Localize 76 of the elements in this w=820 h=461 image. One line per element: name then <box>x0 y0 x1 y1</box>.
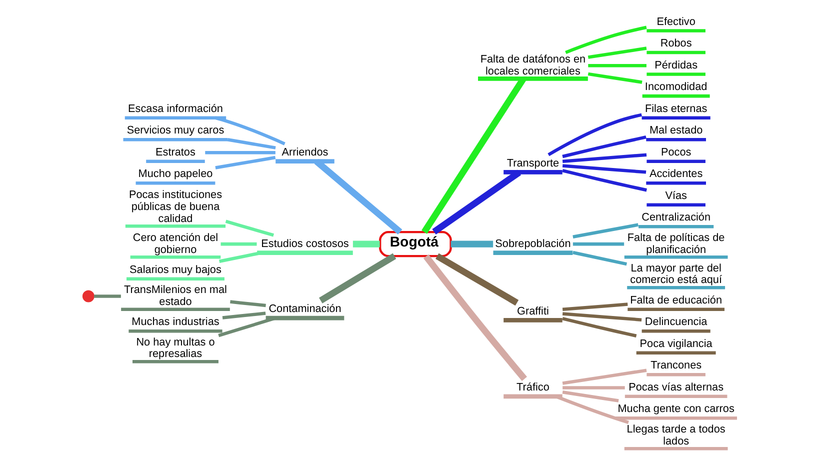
connector <box>562 386 625 389</box>
connector <box>314 158 402 234</box>
connector <box>588 63 646 67</box>
node-text: Mucha gente con carros <box>618 402 734 415</box>
connector <box>219 250 262 262</box>
connector <box>562 152 647 162</box>
connector <box>423 254 527 380</box>
connector <box>562 390 619 402</box>
node-text: Falta de educación <box>630 294 722 306</box>
connector <box>214 116 286 145</box>
node-text: No hay multas o represalias <box>136 336 215 360</box>
node-text: Contaminación <box>268 302 342 315</box>
node-text: Poca vigilancia <box>640 337 712 350</box>
connector <box>572 250 628 266</box>
connector <box>588 72 642 84</box>
connector <box>562 368 647 384</box>
node-text: Delincuencia <box>644 316 708 328</box>
node-text: Accidentes <box>649 168 703 180</box>
node-text: Pérdidas <box>654 58 698 71</box>
connector <box>562 302 628 310</box>
node-text: Pocas vías alternas <box>628 380 724 393</box>
node-text: Mal estado <box>649 124 703 136</box>
connector <box>352 240 380 247</box>
node-text: Tráfico <box>516 380 550 393</box>
connector <box>555 394 629 424</box>
connector <box>562 316 637 337</box>
node-text: Estratos <box>156 146 196 158</box>
node-text: TransMilenios en mal estado <box>124 284 227 308</box>
node-text: Robos <box>660 37 692 50</box>
node-text: Pocas instituciones públicas de buena calidad <box>128 188 222 224</box>
node-text: Centralización <box>642 211 711 224</box>
node-text: Transporte <box>506 156 560 169</box>
node-text: Servicios muy caros <box>126 124 224 136</box>
node-text: Efectivo <box>656 15 696 28</box>
connector <box>450 240 494 247</box>
node-text: Falta de datáfonos en locales comerciales <box>480 52 586 77</box>
node-text: Llegas tarde a todos lados <box>626 422 726 447</box>
node-text: Graffiti <box>517 304 549 317</box>
connector <box>436 252 519 306</box>
connector <box>218 316 276 337</box>
connector <box>562 134 646 158</box>
node-text: Muchas industrias <box>132 316 220 328</box>
connector <box>565 25 647 54</box>
connector <box>94 294 121 298</box>
node-circle <box>82 290 94 302</box>
connector <box>222 311 266 319</box>
node-box: Bogotá <box>378 230 452 257</box>
node-text: Salarios muy bajos <box>130 263 222 276</box>
node-text: Mucho papeleo <box>138 168 213 180</box>
connector <box>318 252 396 303</box>
connector <box>548 112 642 156</box>
connector <box>225 219 274 236</box>
connector <box>562 312 642 321</box>
node-text: Cero atención del gobierno <box>132 231 218 256</box>
connector <box>572 222 638 238</box>
connector <box>588 46 647 58</box>
node-text: Vías <box>665 189 687 202</box>
node-text: Pocos <box>660 146 692 158</box>
connector <box>562 168 647 192</box>
connector <box>227 138 276 149</box>
node-text: Escasa información <box>128 102 223 114</box>
connector <box>230 300 266 307</box>
node-text: Filas eternas <box>644 102 708 114</box>
node-text: La mayor parte del comercio está aquí <box>630 262 722 286</box>
connector <box>220 242 257 246</box>
connector <box>572 242 624 246</box>
node-text: Estudios costosos <box>261 237 349 250</box>
node-text: Falta de políticas de planificación <box>627 231 725 256</box>
node-text: Sobrepoblación <box>495 237 571 250</box>
connector <box>205 150 276 154</box>
node-text: Incomodidad <box>644 80 708 93</box>
node-text: Trancones <box>650 359 702 372</box>
connector <box>215 155 276 169</box>
connector <box>562 164 646 174</box>
node-text: Arriendos <box>282 146 328 158</box>
connector <box>432 169 522 234</box>
